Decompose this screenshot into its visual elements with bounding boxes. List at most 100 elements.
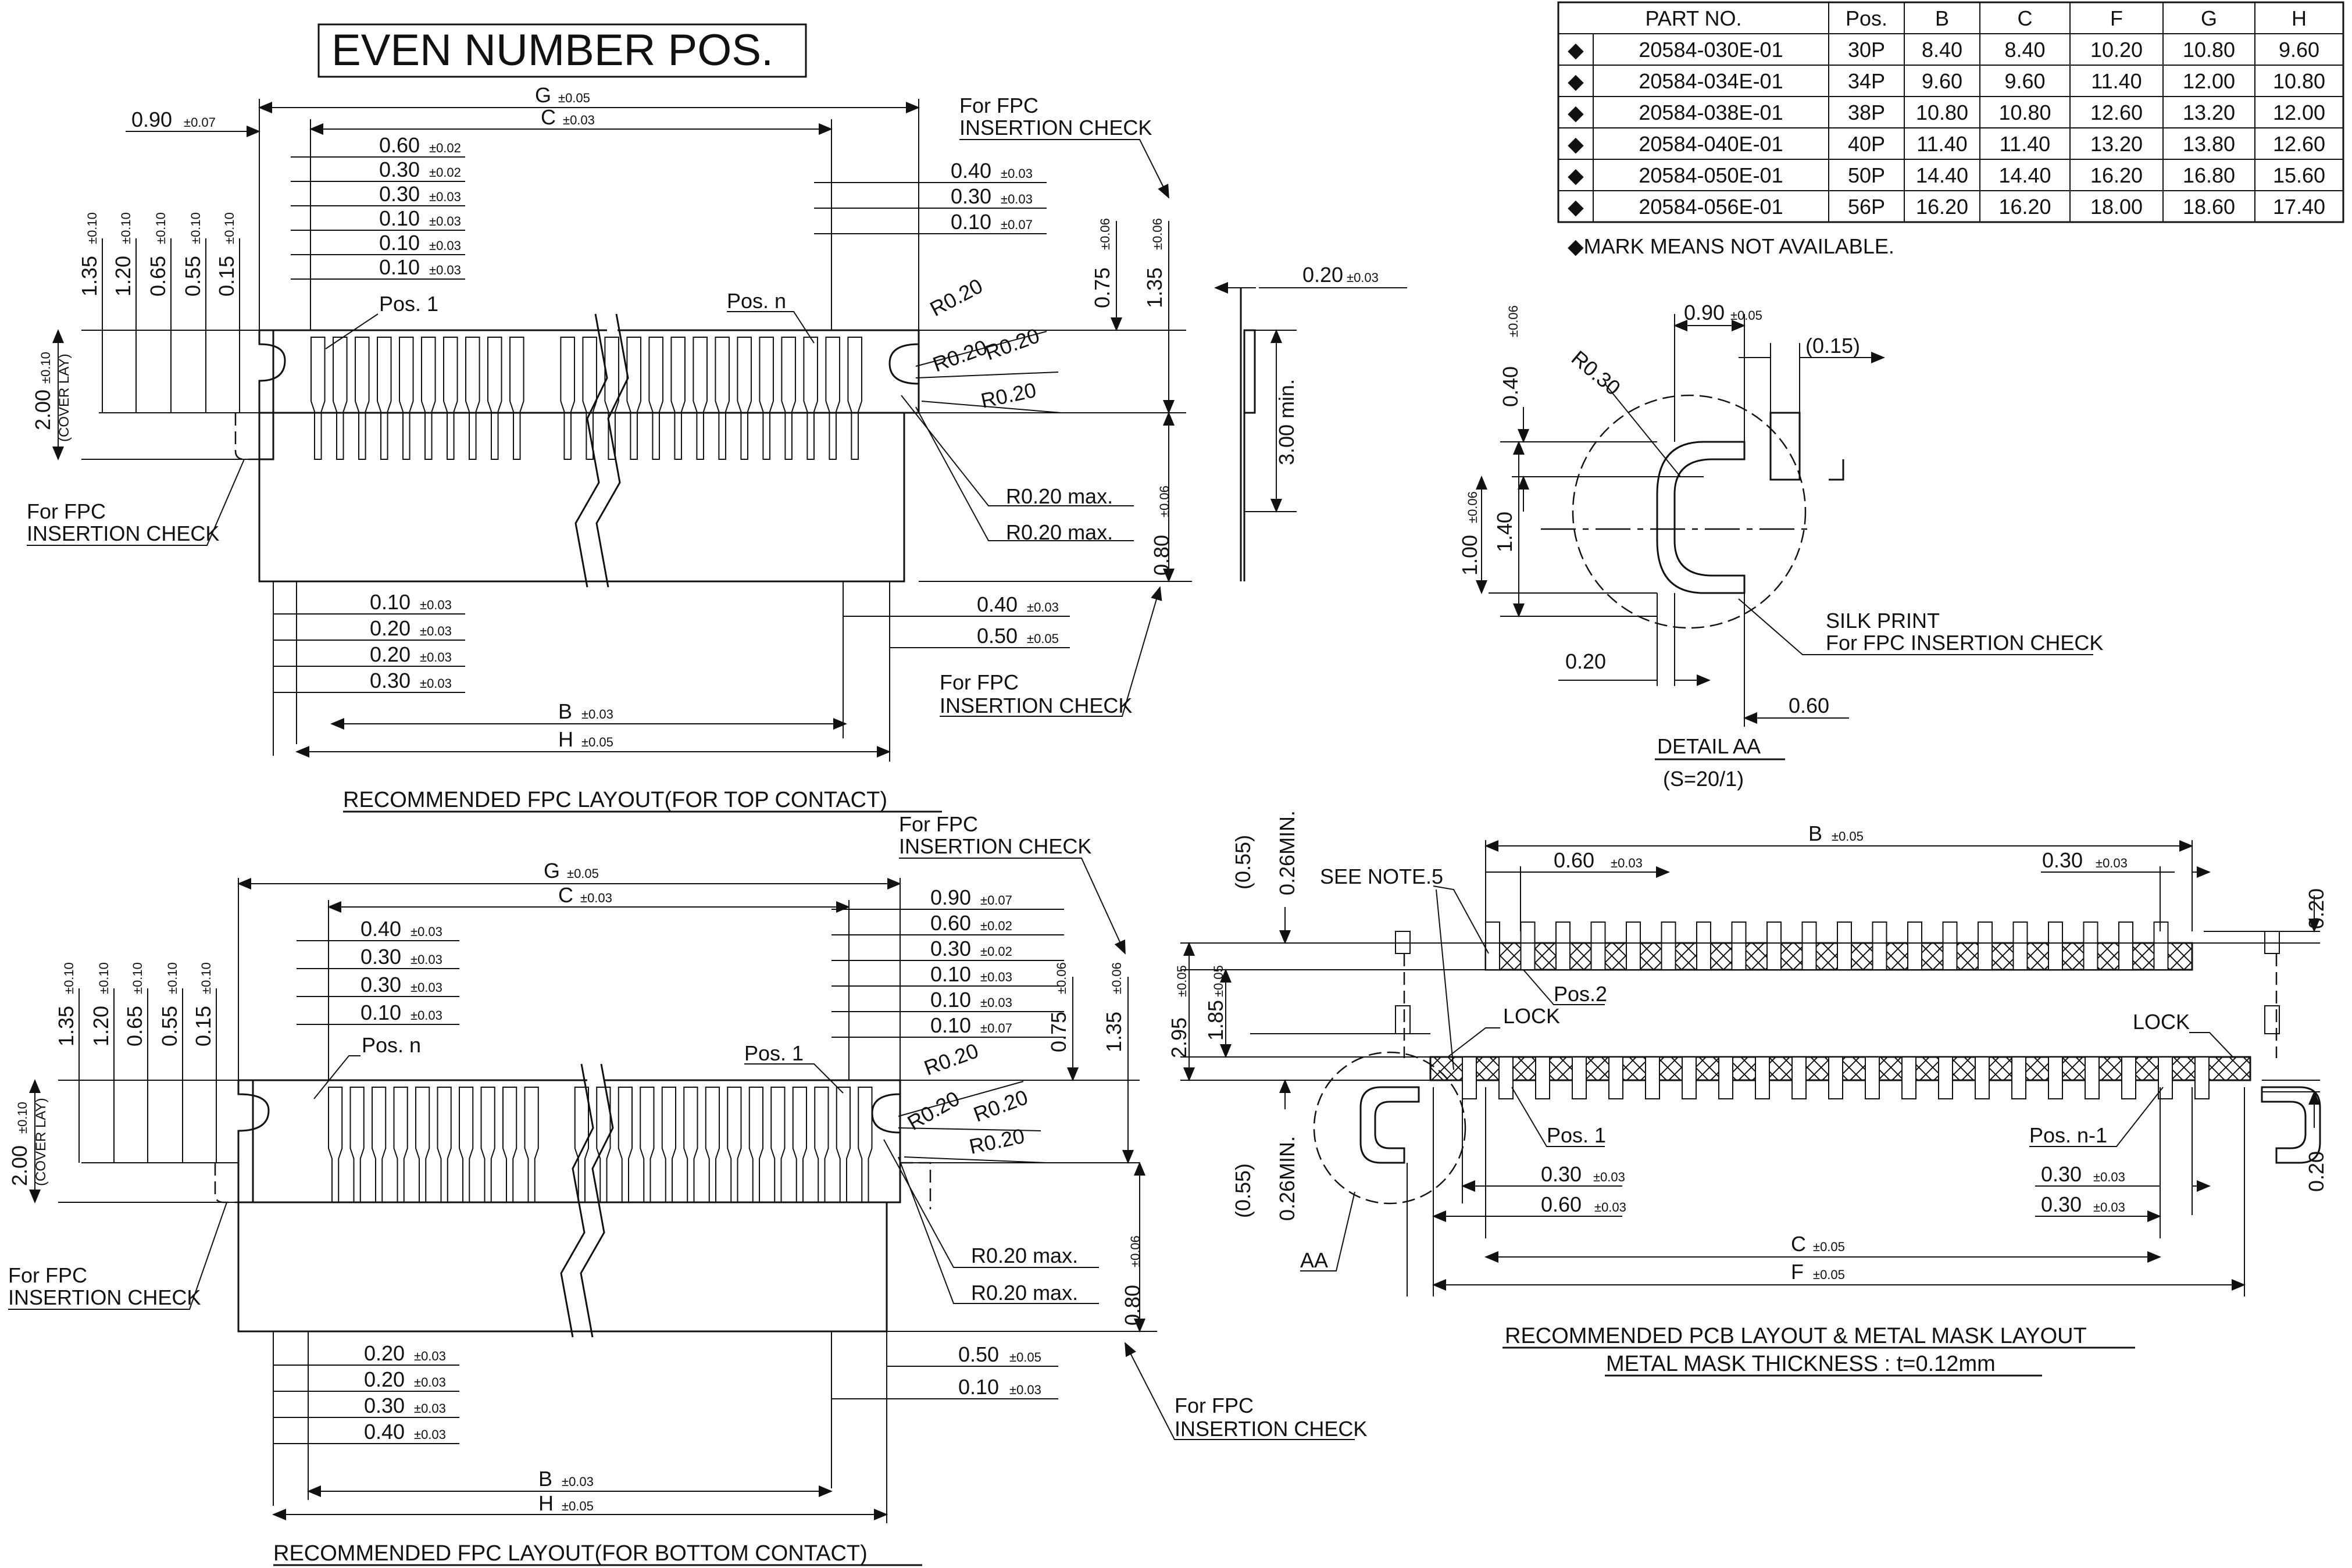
fpc-finger [502,1087,517,1203]
table-mark: ◆ [1568,195,1584,219]
svg-text:G: G [544,859,560,883]
dim-tolerance: ±0.03 [414,1401,446,1416]
svg-text:For FPC: For FPC [899,812,978,836]
svg-text:R0.20 max.: R0.20 max. [971,1244,1078,1267]
dim-value: 0.30 [361,973,401,996]
svg-text:0.90: 0.90 [1684,301,1725,324]
dim-tolerance: ±0.03 [414,1349,446,1363]
svg-text:±0.06: ±0.06 [1150,218,1165,250]
dim-tolerance: ±0.10 [154,212,168,244]
svg-text:±0.03: ±0.03 [1347,270,1379,285]
fpc-finger [814,1087,829,1203]
pcb-pad [1498,1056,1514,1099]
svg-text:R0.20: R0.20 [930,335,990,376]
svg-text:R0.20: R0.20 [982,323,1043,365]
pcb-pad [1462,1056,1477,1099]
fpc-finger [349,1087,365,1203]
fpc-finger [683,1087,698,1203]
pcb-pad [1791,1056,1807,1099]
pcb-pad [1608,1056,1623,1099]
svg-text:±0.03: ±0.03 [2093,1200,2125,1215]
fpc-finger [596,1087,611,1203]
svg-text:±0.03: ±0.03 [1593,1170,1625,1184]
fpc-finger [415,1087,430,1203]
pcb-pad [1901,1056,1916,1099]
dim-value: 0.50 [977,624,1018,648]
svg-text:±0.06: ±0.06 [1465,491,1480,523]
table-cell: 10.80 [2183,38,2235,62]
dim-tolerance: ±0.02 [980,944,1012,959]
drawing-title: EVEN NUMBER POS. [331,26,773,75]
svg-text:±0.05: ±0.05 [1813,1240,1845,1254]
pcb-pad [2012,921,2028,970]
dim-value: 0.55 [158,1006,181,1046]
table-cell: 16.20 [1998,195,2051,219]
table-cell: 9.60 [2279,38,2319,62]
table-header: PART NO. [1645,6,1741,30]
fpc-finger [781,337,796,460]
fpc-finger [661,1087,676,1203]
dim-value: 0.40 [364,1420,405,1444]
pcb-pad [1696,921,1711,970]
table-cell: 10.80 [1998,101,2051,124]
dim-value: 0.10 [951,210,991,234]
table-cell: 12.60 [2273,132,2325,156]
pcb-pad [1938,1056,1953,1099]
dim-tolerance: ±0.10 [165,962,180,994]
table-header: Pos. [1846,6,1887,30]
svg-text:INSERTION CHECK: INSERTION CHECK [899,834,1091,858]
svg-text:Pos. n: Pos. n [727,289,786,313]
pcb-pad [2011,1056,2026,1099]
svg-text:SILK PRINT: SILK PRINT [1826,609,1940,633]
dim-value: 0.10 [958,1375,999,1399]
pcb-pad [1535,1056,1550,1099]
dim-value: 0.10 [930,962,971,986]
pcb-pad [1801,921,1817,970]
dim-tolerance: ±0.03 [420,624,452,638]
svg-text:0.26MIN.: 0.26MIN. [1275,1136,1299,1221]
svg-text:C: C [558,883,573,907]
svg-text:INSERTION CHECK: INSERTION CHECK [1175,1417,1367,1441]
svg-text:±0.05: ±0.05 [1730,308,1762,323]
svg-text:R0.20: R0.20 [921,1038,982,1080]
dim-tolerance: ±0.03 [420,598,452,612]
svg-text:INSERTION CHECK: INSERTION CHECK [959,116,1152,140]
pcb-pad [1907,921,1922,970]
svg-text:2.00: 2.00 [8,1145,31,1186]
svg-text:0.20: 0.20 [2304,1151,2328,1192]
dim-tolerance: ±0.03 [1027,600,1059,615]
svg-text:±0.06: ±0.06 [1098,218,1112,250]
fpc-finger [421,337,436,460]
dim-value: 0.90 [930,885,971,909]
dim-value: 0.30 [361,945,401,969]
svg-text:±0.05: ±0.05 [562,1499,594,1513]
pcb-pad [1555,921,1571,970]
svg-text:0.75: 0.75 [1047,1012,1070,1052]
pcb-pad [1978,921,1993,970]
svg-text:R0.20: R0.20 [970,1085,1031,1126]
dim-tolerance: ±0.10 [222,212,237,244]
table-cell: 20584-050E-01 [1639,163,1783,187]
table-mark: ◆ [1568,132,1584,156]
svg-text:Pos. 1: Pos. 1 [1547,1123,1606,1147]
pcb-pad [1682,1056,1697,1099]
pcb-layout: B ±0.05 0.60 ±0.03 0.30 ±0.03 0.20 0.20 … [1167,810,2328,1296]
table-cell: 20584-040E-01 [1639,132,1783,156]
fpc-finger [727,1087,742,1203]
svg-text:R0.30: R0.30 [1567,346,1625,400]
table-cell: 11.40 [2000,132,2050,156]
svg-text:±0.05: ±0.05 [1211,965,1226,997]
svg-text:0.26MIN.: 0.26MIN. [1275,810,1299,895]
svg-text:1.35: 1.35 [1102,1012,1126,1052]
dim-tolerance: ±0.10 [188,212,203,244]
svg-text:±0.05: ±0.05 [1175,965,1189,997]
svg-text:0.30: 0.30 [2042,848,2083,872]
table-cell: 38P [1848,101,1885,124]
dim-tolerance: ±0.07 [980,893,1012,908]
fpc-finger [604,337,619,460]
svg-text:±0.06: ±0.06 [1506,305,1521,337]
table-mark: ◆ [1568,101,1584,124]
svg-text:±0.03: ±0.03 [581,707,613,722]
pcb-pad [1828,1056,1843,1099]
